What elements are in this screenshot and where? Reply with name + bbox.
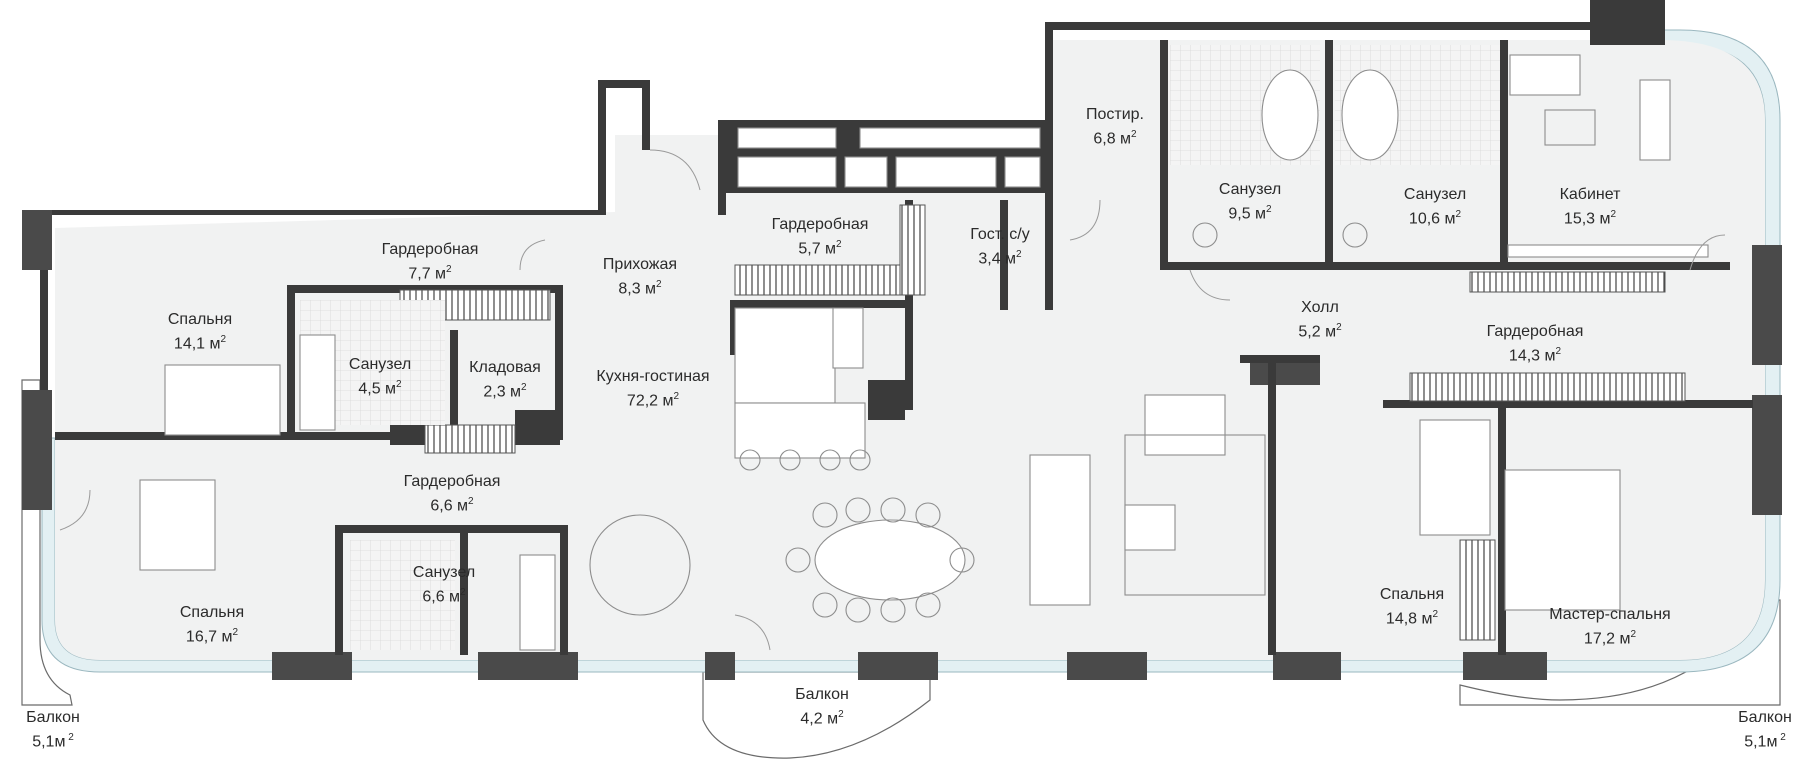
room-name: Кладовая <box>469 359 541 376</box>
room-area: 6,6 м2 <box>422 587 466 606</box>
room-name: Спальня <box>179 604 245 621</box>
balcony-area: 4,2 м2 <box>800 709 844 728</box>
room-label-bathroom-1: Санузел 4,5 м2 <box>349 355 411 399</box>
room-area: 10,6 м2 <box>1408 209 1462 228</box>
room-area: 72,2 м2 <box>626 391 680 410</box>
room-area: 16,7 м2 <box>185 627 239 646</box>
room-label-study: Кабинет 15,3 м2 <box>1560 185 1621 229</box>
room-area: 8,3 м2 <box>618 279 662 298</box>
room-area: 3,4 м2 <box>978 249 1022 268</box>
room-name: Гост. с/у <box>970 226 1030 243</box>
room-area: 17,2 м2 <box>1583 629 1637 648</box>
room-area: 14,3 м2 <box>1508 346 1562 365</box>
room-label-wardrobe-1: Гардеробная 7,7 м2 <box>382 240 479 284</box>
room-label-laundry: Постир. 6,8 м2 <box>1086 105 1144 149</box>
room-label-kitchen-living: Кухня-гостиная 72,2 м2 <box>596 367 709 411</box>
room-name: Кухня-гостиная <box>596 368 710 385</box>
room-area: 5,2 м2 <box>1298 322 1342 341</box>
room-name: Спальня <box>1379 586 1445 603</box>
room-area: 6,8 м2 <box>1093 129 1137 148</box>
balcony-label-right: Балкон 5,1м 2 <box>1738 708 1792 752</box>
room-label-bathroom-3: Санузел 10,6 м2 <box>1404 185 1466 229</box>
room-label-bathroom-2: Санузел 9,5 м2 <box>1219 180 1281 224</box>
room-name: Прихожая <box>602 256 678 273</box>
room-name: Постир. <box>1085 106 1145 123</box>
room-area: 2,3 м2 <box>483 382 527 401</box>
room-label-wardrobe-2: Гардеробная 5,7 м2 <box>772 215 869 259</box>
balcony-center-outline <box>702 671 931 759</box>
room-name: Санузел <box>1403 186 1467 203</box>
room-area: 14,8 м2 <box>1385 609 1439 628</box>
room-label-wardrobe-4: Гардеробная 6,6 м2 <box>404 472 501 516</box>
room-label-wardrobe-3: Гардеробная 14,3 м2 <box>1487 322 1584 366</box>
room-label-bedroom-2: Спальня 16,7 м2 <box>180 603 244 647</box>
balcony-name: Балкон <box>1738 709 1792 726</box>
balcony-label-center: Балкон 4,2 м2 <box>795 685 849 729</box>
balcony-area: 5,1м 2 <box>32 732 74 751</box>
room-label-master-bedroom: Мастер-спальня 17,2 м2 <box>1549 605 1670 649</box>
room-area: 15,3 м2 <box>1563 209 1617 228</box>
outer-wall-top <box>40 210 600 215</box>
room-area: 6,6 м2 <box>430 496 474 515</box>
room-name: Санузел <box>1218 181 1282 198</box>
balcony-area: 5,1м 2 <box>1744 732 1786 751</box>
room-label-bedroom-1: Спальня 14,1 м2 <box>168 310 232 354</box>
balcony-name: Балкон <box>795 686 849 703</box>
room-name: Гардеробная <box>381 241 479 258</box>
room-name: Санузел <box>412 564 476 581</box>
room-label-entrance-hall: Прихожая 8,3 м2 <box>603 255 677 299</box>
room-name: Гардеробная <box>403 473 501 490</box>
room-label-hall: Холл 5,2 м2 <box>1298 298 1341 342</box>
room-area: 7,7 м2 <box>408 264 452 283</box>
room-label-pantry: Кладовая 2,3 м2 <box>469 358 541 402</box>
room-name: Спальня <box>167 311 233 328</box>
room-label-guest-wc: Гост. с/у 3,4 м2 <box>970 225 1029 269</box>
room-name: Санузел <box>348 356 412 373</box>
room-name: Холл <box>1301 299 1339 316</box>
room-label-bedroom-3: Спальня 14,8 м2 <box>1380 585 1444 629</box>
room-area: 5,7 м2 <box>798 239 842 258</box>
room-area: 9,5 м2 <box>1228 204 1272 223</box>
room-name: Гардеробная <box>771 216 869 233</box>
room-name: Гардеробная <box>1486 323 1584 340</box>
room-name: Мастер-спальня <box>1549 606 1671 623</box>
room-area: 14,1 м2 <box>173 334 227 353</box>
room-area: 4,5 м2 <box>358 379 402 398</box>
balcony-label-left: Балкон 5,1м 2 <box>26 708 80 752</box>
room-name: Кабинет <box>1559 186 1621 203</box>
balcony-name: Балкон <box>26 709 80 726</box>
room-label-bathroom-4: Санузел 6,6 м2 <box>413 563 475 607</box>
